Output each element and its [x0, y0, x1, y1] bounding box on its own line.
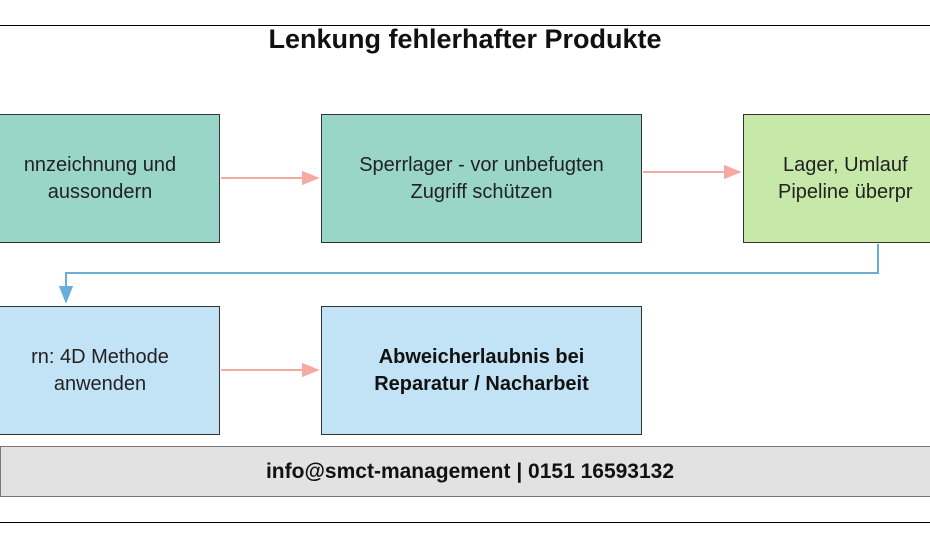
top-border-line	[0, 25, 930, 26]
diagram-title: Lenkung fehlerhafter Produkte	[268, 24, 662, 54]
box-sperrlager: Sperrlager - vor unbefugten Zugriff schü…	[321, 114, 642, 243]
box-lager-umlauf: Lager, Umlauf Pipeline überpr	[743, 114, 930, 243]
box-4d-methode: rn: 4D Methode anwenden	[0, 306, 220, 435]
box-abweicherlaubnis: Abweicherlaubnis bei Reparatur / Nacharb…	[321, 306, 642, 435]
footer-contact: info@smct-management | 0151 16593132	[0, 446, 930, 497]
box-kennzeichnung: nnzeichnung und aussondern	[0, 114, 220, 243]
connector-lager-to-4d	[58, 244, 879, 304]
bottom-border-line	[0, 522, 930, 523]
